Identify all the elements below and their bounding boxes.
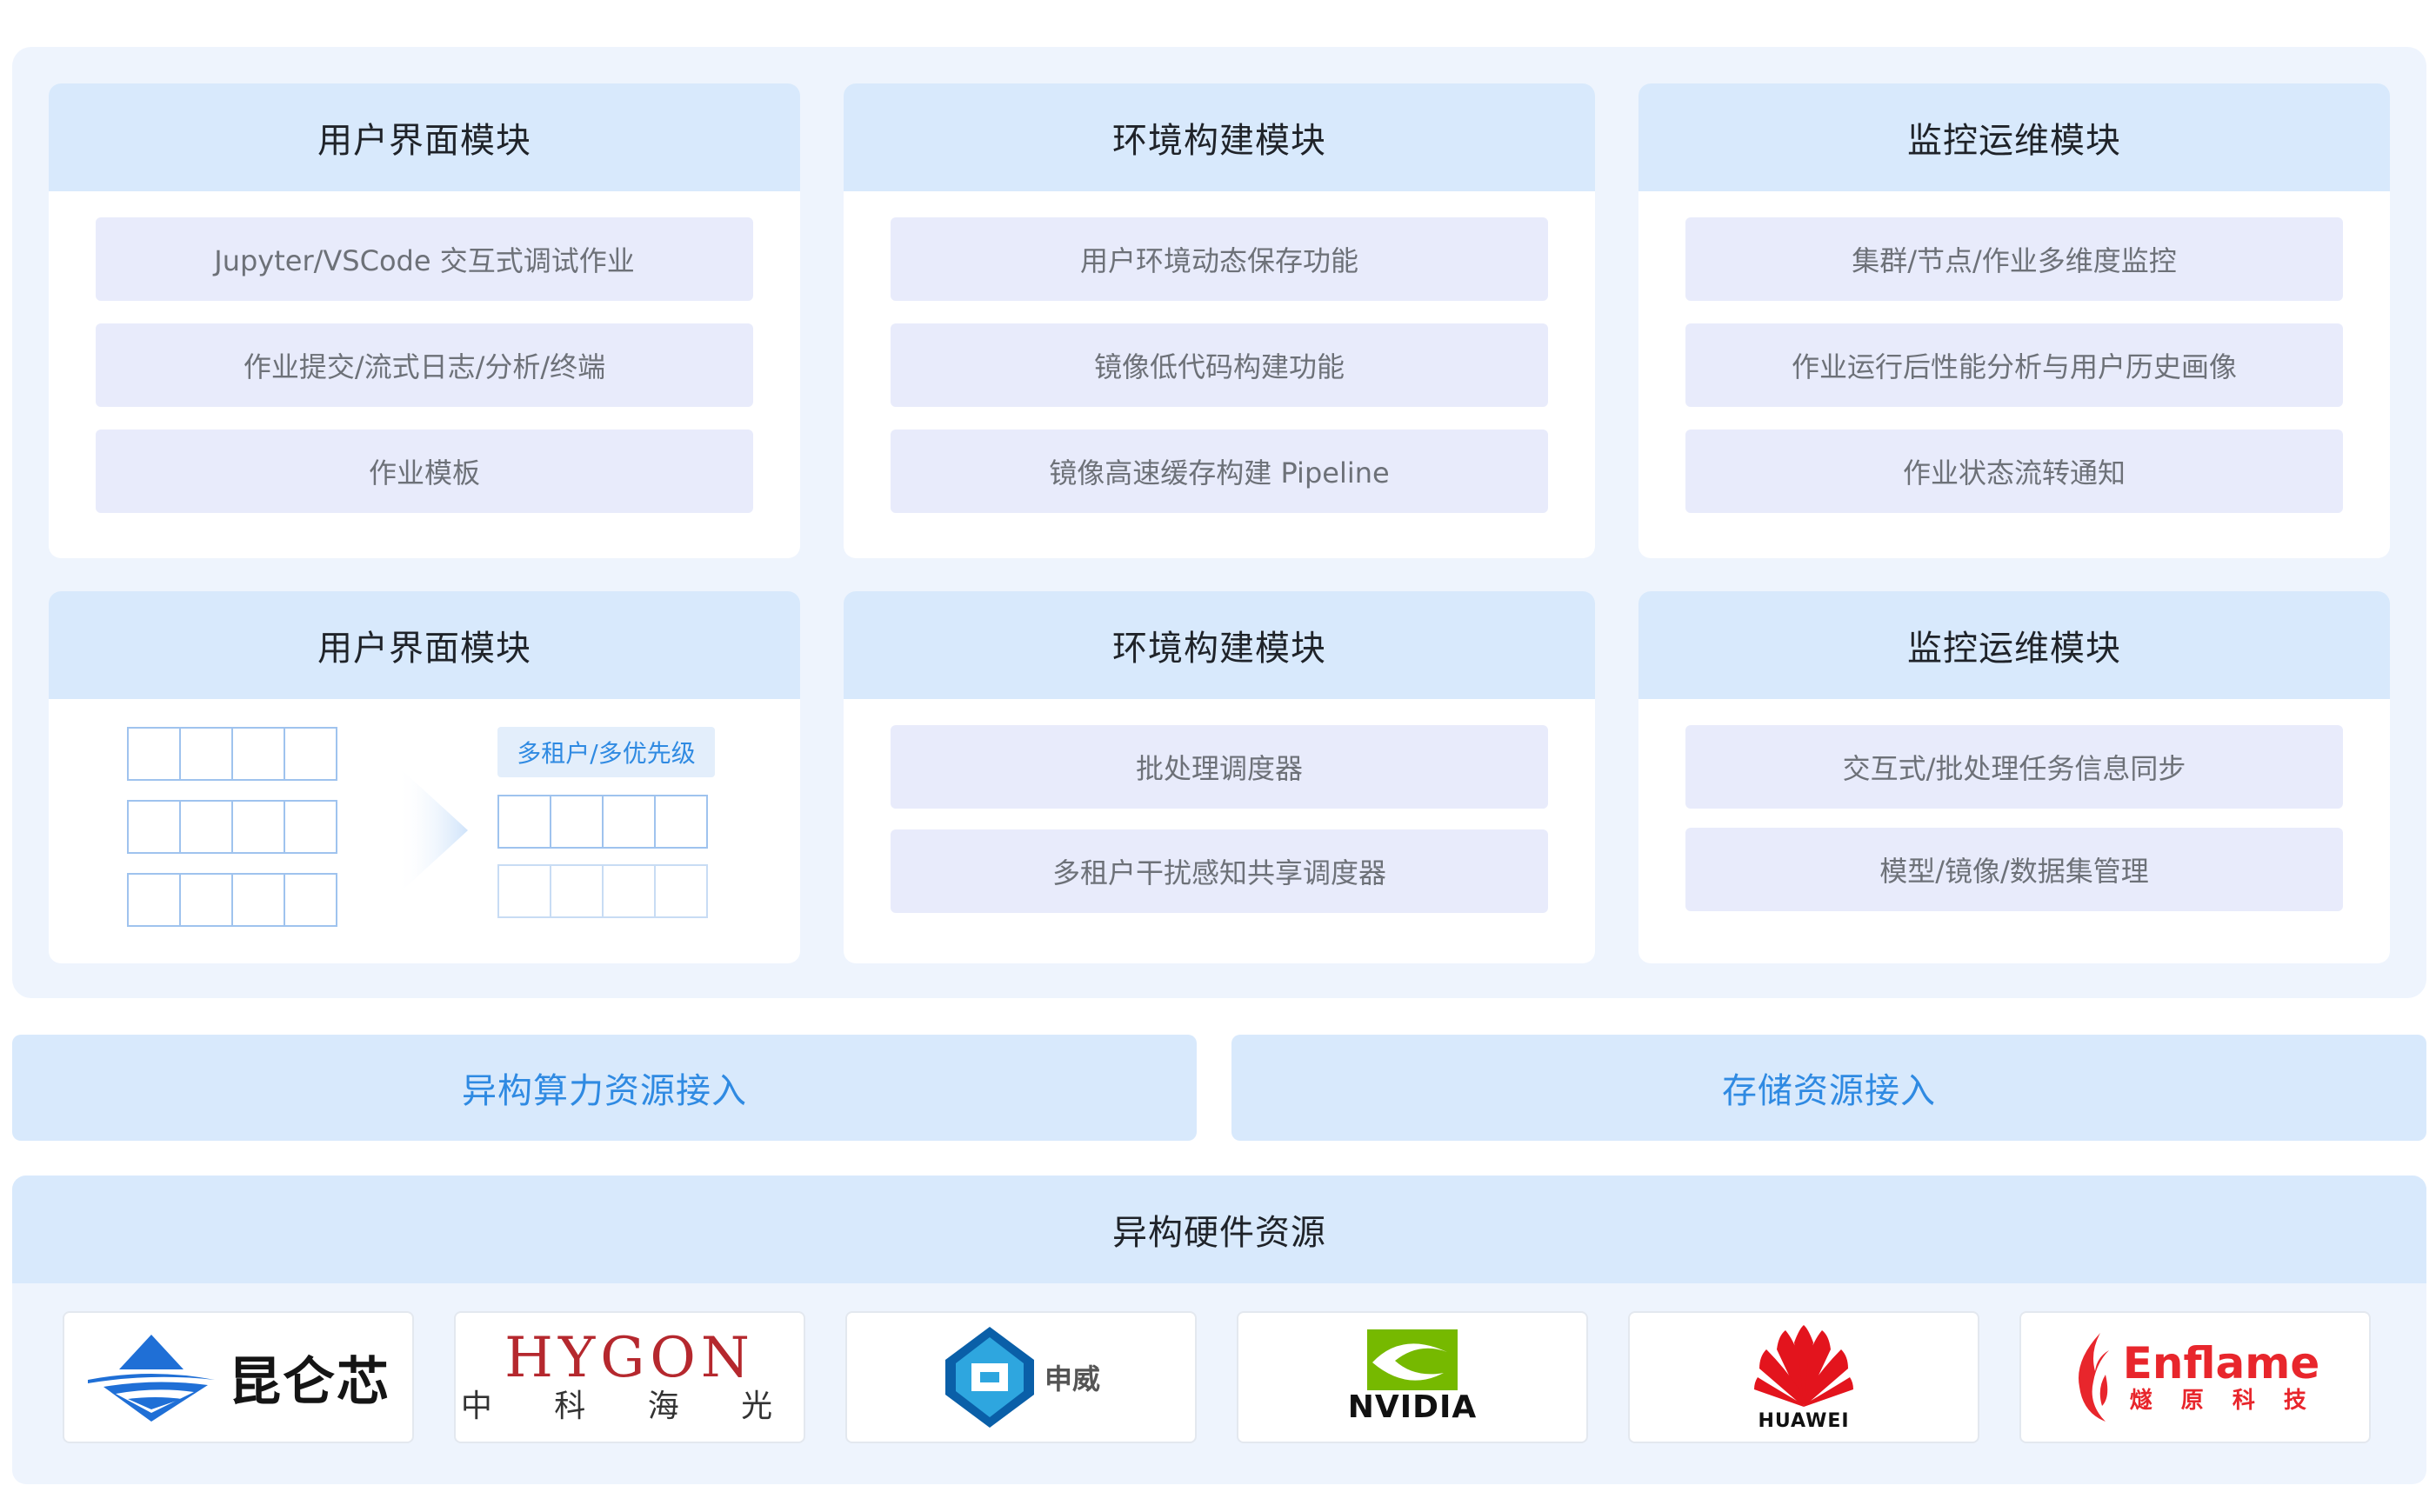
compute-access-bar: 异构算力资源接入 <box>12 1035 1197 1141</box>
flow-arrow-icon <box>397 765 468 896</box>
enflame-flame-icon <box>2078 1333 2109 1422</box>
module-item: 作业运行后性能分析与用户历史画像 <box>1685 323 2343 407</box>
hygon-logo-subtext: 中 科 海 光 <box>460 1389 799 1424</box>
storage-access-bar: 存储资源接入 <box>1231 1035 2426 1141</box>
module-item: 作业模板 <box>96 430 753 513</box>
card-title: 用户界面模块 <box>49 591 800 699</box>
tenant-grid-left <box>127 727 337 946</box>
hardware-title: 异构硬件资源 <box>12 1176 2426 1283</box>
card-title: 监控运维模块 <box>1638 591 2390 699</box>
module-item: 镜像低代码构建功能 <box>891 323 1548 407</box>
huawei-logo-text: HUAWEI <box>1758 1409 1850 1432</box>
card-ui-module-2: 用户界面模块 多租户/多优先级 <box>49 591 800 963</box>
card-title: 环境构建模块 <box>844 83 1595 191</box>
sunway-logo-text: 申威 <box>1044 1362 1100 1395</box>
grid-row <box>127 800 337 854</box>
logo-card-huawei: HUAWEI <box>1628 1311 1979 1443</box>
module-item: 批处理调度器 <box>891 725 1548 809</box>
module-item: 镜像高速缓存构建 Pipeline <box>891 430 1548 513</box>
logo-card-kunlunxin: 昆仑芯 <box>63 1311 414 1443</box>
enflame-text-group: Enflame 燧 原 科 技 <box>2123 1340 2320 1415</box>
card-title: 用户界面模块 <box>49 83 800 191</box>
card-ui-module-1: 用户界面模块 Jupyter/VSCode 交互式调试作业 作业提交/流式日志/… <box>49 83 800 558</box>
hygon-logo-text: HYGON <box>504 1326 755 1390</box>
logo-card-enflame: Enflame 燧 原 科 技 <box>2019 1311 2371 1443</box>
module-item: 多租户干扰感知共享调度器 <box>891 829 1548 913</box>
card-title: 监控运维模块 <box>1638 83 2390 191</box>
tenant-priority-tag: 多租户/多优先级 <box>497 727 715 777</box>
card-title: 环境构建模块 <box>844 591 1595 699</box>
grid-row <box>497 795 708 849</box>
kunlunxin-logo-icon <box>88 1335 215 1422</box>
module-item: 交互式/批处理任务信息同步 <box>1685 725 2343 809</box>
enflame-logo-subtext: 燧 原 科 技 <box>2129 1388 2317 1414</box>
tenant-grid-right <box>497 795 708 937</box>
logo-card-sunway: 申威 <box>845 1311 1197 1443</box>
huawei-logo-icon <box>1754 1324 1853 1407</box>
module-item: 用户环境动态保存功能 <box>891 217 1548 301</box>
grid-row <box>497 864 708 918</box>
card-env-module-1: 环境构建模块 用户环境动态保存功能 镜像低代码构建功能 镜像高速缓存构建 Pip… <box>844 83 1595 558</box>
module-item: 模型/镜像/数据集管理 <box>1685 828 2343 911</box>
nvidia-eye-icon <box>1367 1329 1458 1390</box>
module-item: 作业提交/流式日志/分析/终端 <box>96 323 753 407</box>
grid-row <box>127 727 337 781</box>
card-monitor-module-1: 监控运维模块 集群/节点/作业多维度监控 作业运行后性能分析与用户历史画像 作业… <box>1638 83 2390 558</box>
nvidia-logo-text: NVIDIA <box>1347 1389 1478 1425</box>
card-env-module-2: 环境构建模块 批处理调度器 多租户干扰感知共享调度器 <box>844 591 1595 963</box>
enflame-logo-text: Enflame <box>2122 1338 2320 1389</box>
module-item: 集群/节点/作业多维度监控 <box>1685 217 2343 301</box>
card-monitor-module-2: 监控运维模块 交互式/批处理任务信息同步 模型/镜像/数据集管理 <box>1638 591 2390 963</box>
kunlunxin-logo-text: 昆仑芯 <box>229 1351 390 1413</box>
logo-card-hygon: HYGON 中 科 海 光 <box>454 1311 805 1443</box>
module-item: 作业状态流转通知 <box>1685 430 2343 513</box>
logo-card-nvidia: NVIDIA <box>1237 1311 1588 1443</box>
sunway-logo-icon <box>944 1327 1034 1428</box>
hardware-panel: 异构硬件资源 昆仑芯 HYGON 中 科 海 光 申威 <box>12 1176 2426 1484</box>
module-item: Jupyter/VSCode 交互式调试作业 <box>96 217 753 301</box>
grid-row <box>127 873 337 927</box>
